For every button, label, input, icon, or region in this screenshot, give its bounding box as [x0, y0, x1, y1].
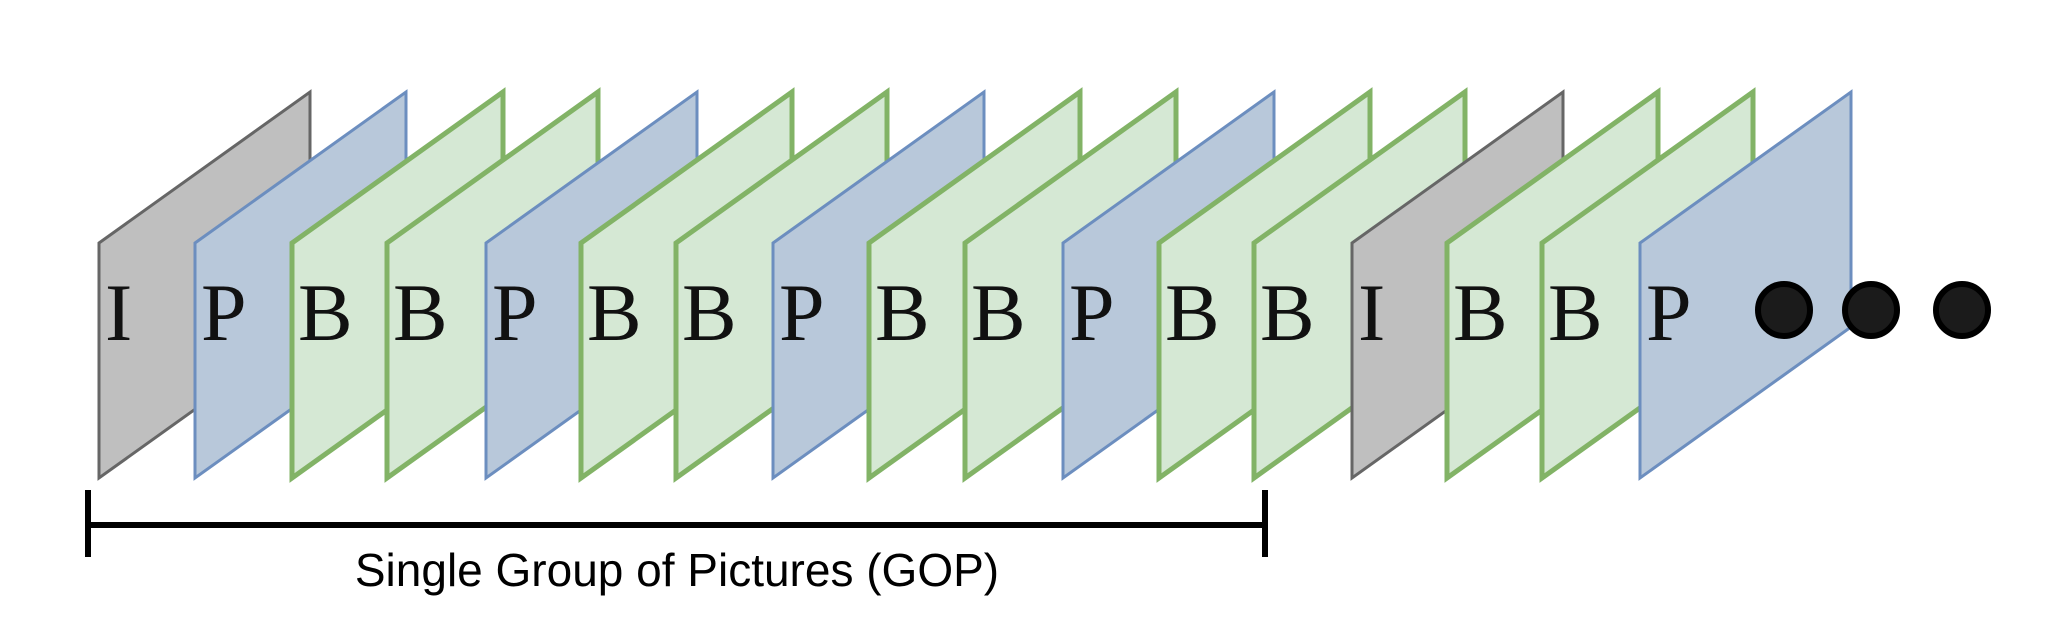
frame-label: B: [682, 267, 737, 358]
continuation-dots: [1755, 281, 1991, 339]
frame-label: P: [1069, 267, 1115, 358]
frame-label: B: [971, 267, 1026, 358]
frame-label: B: [393, 267, 448, 358]
frame-p-16: P: [1638, 89, 1853, 481]
frame-label: B: [875, 267, 930, 358]
continuation-dot: [1842, 281, 1900, 339]
frame-label: P: [1646, 267, 1692, 358]
continuation-dot: [1755, 281, 1813, 339]
frame-label: B: [1260, 267, 1315, 358]
frame-label: B: [298, 267, 353, 358]
frame-label: P: [201, 267, 247, 358]
frame-label: B: [587, 267, 642, 358]
frame-label: I: [105, 267, 132, 358]
gop-bracket: [85, 490, 1268, 557]
frame-label: P: [779, 267, 825, 358]
continuation-dot: [1933, 281, 1991, 339]
frame-label: I: [1358, 267, 1385, 358]
frame-label: P: [492, 267, 538, 358]
frame-label: B: [1548, 267, 1603, 358]
frame-label: B: [1165, 267, 1220, 358]
frame-label: B: [1453, 267, 1508, 358]
gop-caption: Single Group of Pictures (GOP): [355, 544, 999, 596]
